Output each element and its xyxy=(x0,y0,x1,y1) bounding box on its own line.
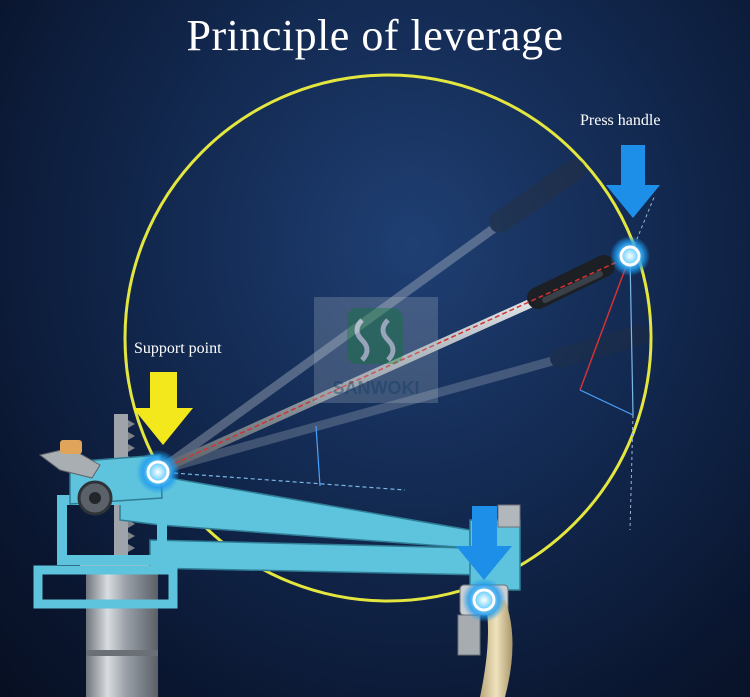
steel-column xyxy=(80,556,164,697)
force-guides xyxy=(159,194,656,531)
watermark-logo: SANWOKI xyxy=(314,297,438,403)
watermark-text: SANWOKI xyxy=(333,378,420,398)
pivot-support-point xyxy=(136,450,180,494)
latch-lever xyxy=(38,440,101,479)
ghost-handle-lower xyxy=(155,325,650,475)
lever-travel-circle xyxy=(123,73,653,603)
pivot-base xyxy=(462,578,506,622)
press-handle-label: Press handle xyxy=(580,112,661,129)
lever-frame xyxy=(33,454,521,609)
arrow-down-icon xyxy=(456,506,512,580)
support-point-label: Support point xyxy=(134,340,222,357)
ghost-handle-upper xyxy=(155,159,586,475)
pivot-press-handle xyxy=(610,236,650,276)
page-title: Principle of leverage xyxy=(186,11,564,60)
arrow-down-icon xyxy=(133,372,193,445)
arrow-down-icon xyxy=(606,145,660,218)
